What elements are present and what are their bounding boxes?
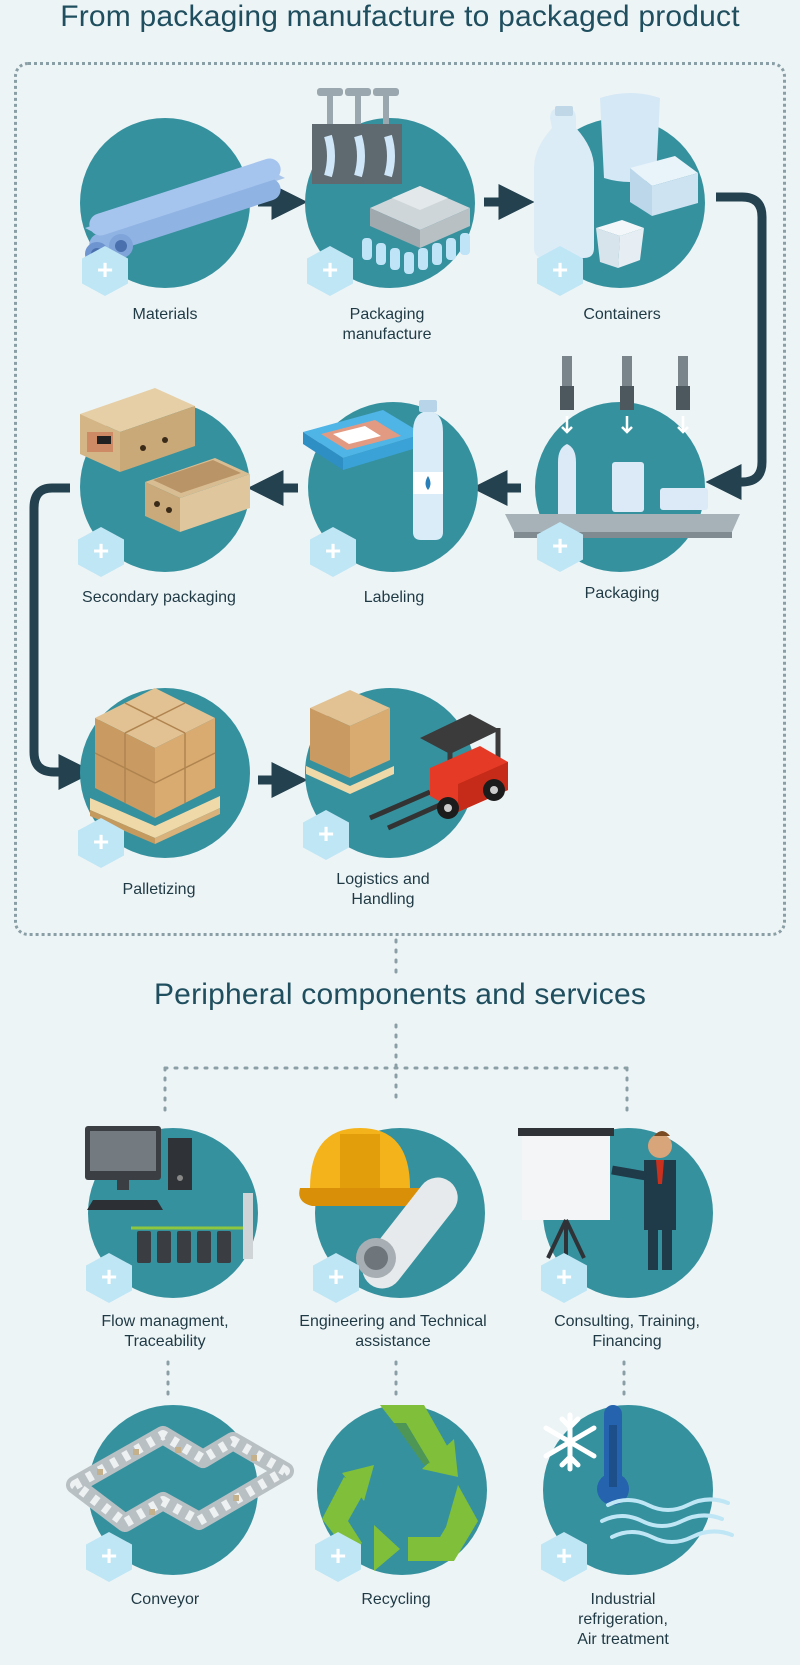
labeling-node: + xyxy=(303,400,478,577)
computer-icon xyxy=(85,1126,253,1263)
engineering-expand-button[interactable]: + xyxy=(313,1253,359,1303)
conveyor-icon xyxy=(66,1426,294,1532)
pallet-icon xyxy=(90,688,220,844)
label-recycling: Recycling xyxy=(361,1591,431,1608)
expand-plus-icon: + xyxy=(329,1540,347,1571)
consulting-expand-button[interactable]: + xyxy=(541,1253,587,1303)
expand-plus-icon: + xyxy=(555,1540,573,1571)
cardboard-boxes-icon xyxy=(80,388,250,532)
label-containers: Containers xyxy=(583,306,661,323)
forklift-icon xyxy=(306,690,508,831)
consulting-node: + xyxy=(518,1128,713,1303)
label-logistics: Logistics and Handling xyxy=(336,871,430,908)
recycling-icon xyxy=(322,1405,478,1571)
label-labeling: Labeling xyxy=(363,589,425,606)
filling-machine-icon xyxy=(505,356,740,538)
expand-plus-icon: + xyxy=(321,254,339,285)
label-engineering: Engineering and Technical assistance xyxy=(299,1313,487,1350)
palletizing-node: + xyxy=(78,688,250,868)
labeled-products-icon xyxy=(303,400,443,540)
expand-plus-icon: + xyxy=(92,535,110,566)
expand-plus-icon: + xyxy=(96,254,114,285)
molding-machine-icon xyxy=(312,88,470,274)
label-refrigeration: Industrial refrigeration, Air treatment xyxy=(577,1591,669,1648)
expand-plus-icon: + xyxy=(551,254,569,285)
refrigeration-node: + xyxy=(541,1405,734,1582)
label-conveyor: Conveyor xyxy=(130,1591,200,1608)
label-materials: Materials xyxy=(132,306,198,323)
materials-node: + xyxy=(80,118,285,296)
label-consulting: Consulting, Training, Financing xyxy=(554,1313,700,1350)
label-flow-management: Flow managment, Traceability xyxy=(101,1313,229,1350)
conveyor-node: + xyxy=(66,1405,294,1582)
packaging-manufacture-node: + xyxy=(305,88,475,296)
expand-plus-icon: + xyxy=(555,1261,573,1292)
expand-plus-icon: + xyxy=(92,826,110,857)
expand-plus-icon: + xyxy=(100,1261,118,1292)
peripheral-title: Peripheral components and services xyxy=(153,978,647,1011)
hardhat-icon xyxy=(299,1128,458,1289)
main-title: From packaging manufacture to packaged p… xyxy=(60,0,740,33)
packaging-node: + xyxy=(505,356,740,572)
expand-plus-icon: + xyxy=(324,535,342,566)
label-packaging: Packaging xyxy=(584,585,660,602)
expand-plus-icon: + xyxy=(317,818,335,849)
flow-management-node: + xyxy=(85,1126,258,1303)
containers-expand-button[interactable]: + xyxy=(537,246,583,296)
presentation-icon xyxy=(518,1128,676,1270)
containers-icon xyxy=(534,93,698,268)
label-palletizing: Palletizing xyxy=(122,881,196,898)
conveyor-expand-button[interactable]: + xyxy=(86,1532,132,1582)
refrigeration-expand-button[interactable]: + xyxy=(541,1532,587,1582)
expand-plus-icon: + xyxy=(551,530,569,561)
recycling-node: + xyxy=(315,1405,487,1582)
expand-plus-icon: + xyxy=(100,1540,118,1571)
flow-expand-button[interactable]: + xyxy=(86,1253,132,1303)
pipes-icon xyxy=(85,158,285,266)
expand-plus-icon: + xyxy=(327,1261,345,1292)
process-frame xyxy=(14,62,786,936)
label-packaging-manufacture: Packaging manufacture xyxy=(342,306,432,343)
engineering-node: + xyxy=(299,1128,485,1303)
refrigeration-icon xyxy=(543,1405,734,1544)
logistics-node: + xyxy=(303,688,508,860)
recycling-expand-button[interactable]: + xyxy=(315,1532,361,1582)
secondary-packaging-node: + xyxy=(78,388,250,577)
label-secondary-packaging: Secondary packaging xyxy=(82,589,236,606)
containers-node: + xyxy=(534,93,705,296)
